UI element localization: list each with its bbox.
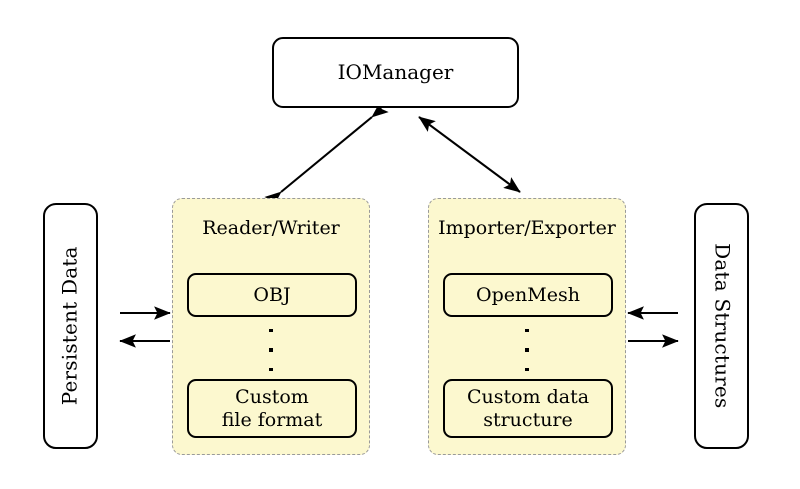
data-structures-label: Data Structures [710,243,735,409]
node-openmesh-label: OpenMesh [476,283,580,306]
group-importer-exporter[interactable]: Importer/Exporter OpenMesh Custom data s… [428,198,626,455]
ellipsis-dot [525,329,529,333]
persistent-data-label: Persistent Data [57,246,82,406]
group-importer-exporter-title: Importer/Exporter [438,217,616,239]
ellipsis-importer-exporter [429,329,625,371]
connector-manager-reader-writer [264,101,389,208]
group-reader-writer[interactable]: Reader/Writer OBJ Custom file format [172,198,370,455]
ellipsis-dot [269,329,273,333]
custom-data-structure-line1: Custom data [466,386,590,409]
custom-data-structure-line2: structure [483,408,573,431]
persistent-data-node[interactable]: Persistent Data [43,203,98,449]
node-openmesh[interactable]: OpenMesh [443,273,613,317]
node-custom-data-structure-label: Custom data structure [467,386,589,431]
custom-file-format-line1: Custom [235,386,309,409]
node-obj-label: OBJ [253,283,291,306]
node-obj[interactable]: OBJ [187,273,357,317]
ellipsis-dot [525,348,529,352]
io-manager-node[interactable]: IOManager [272,37,519,108]
custom-file-format-line2: file format [221,408,323,431]
node-custom-data-structure[interactable]: Custom data structure [443,379,613,438]
ellipsis-dot [269,348,273,352]
node-custom-file-format[interactable]: Custom file format [187,379,357,438]
io-manager-label: IOManager [337,59,454,84]
ellipsis-dot [269,367,273,371]
group-reader-writer-title: Reader/Writer [202,217,340,239]
ellipsis-reader-writer [173,329,369,371]
connector-manager-importer-exporter [418,116,521,193]
node-custom-file-format-label: Custom file format [222,386,323,431]
data-structures-node[interactable]: Data Structures [694,203,749,449]
ellipsis-dot [525,367,529,371]
